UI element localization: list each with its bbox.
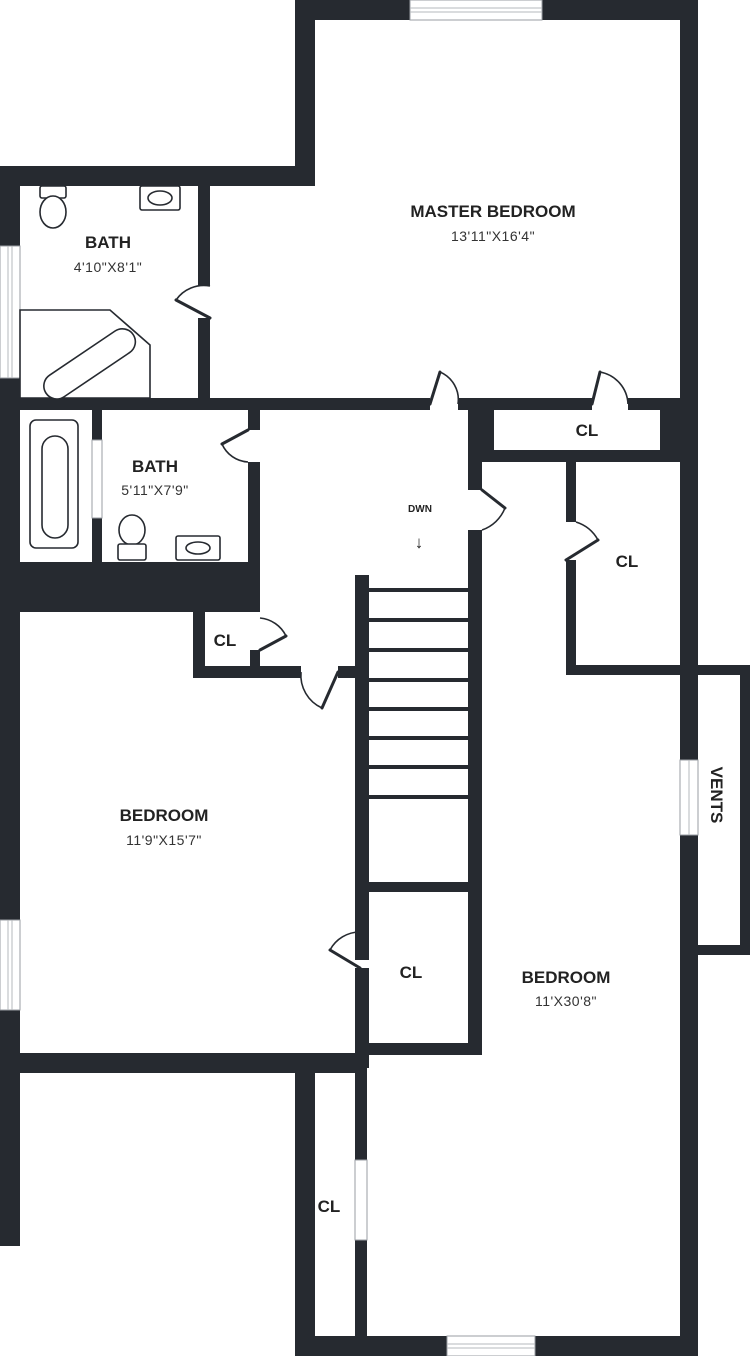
wall-vents-top bbox=[680, 665, 750, 675]
sink-icon bbox=[175, 535, 221, 561]
door-swing-icon bbox=[258, 617, 288, 652]
outer-wall-master-left bbox=[295, 0, 315, 186]
outer-wall-right-upper bbox=[680, 0, 698, 760]
bath-upper-name: BATH bbox=[85, 233, 131, 252]
stairs: DWN ↓ bbox=[369, 504, 468, 799]
wall-closet-top-a bbox=[468, 398, 592, 410]
door-swing-icon bbox=[590, 370, 629, 406]
wall-bath-upper-right-b bbox=[198, 318, 210, 408]
wall-closet-right bbox=[660, 398, 698, 460]
room-labels: MASTER BEDROOM 13'11"X16'4" BATH 4'10"X8… bbox=[74, 202, 726, 1216]
window-icon bbox=[679, 759, 699, 836]
wall-vents-right bbox=[740, 665, 750, 955]
window-icon bbox=[446, 1335, 536, 1356]
window-icon bbox=[0, 245, 21, 379]
bath-lower-dims: 5'11"X7'9" bbox=[121, 482, 189, 498]
master-bedroom-dims: 13'11"X16'4" bbox=[451, 228, 535, 244]
windows bbox=[0, 0, 699, 1356]
bedroom-right-dims: 11'X30'8" bbox=[535, 993, 597, 1009]
toilet-icon bbox=[39, 185, 67, 229]
wall-closet-left bbox=[468, 398, 494, 460]
wall-bath-lower-bottom bbox=[0, 562, 260, 612]
wall-closet-right-upper-b bbox=[566, 560, 576, 675]
corner-tub-icon bbox=[19, 309, 151, 400]
wall-bath-upper-right-a bbox=[198, 186, 210, 286]
wall-stair-right bbox=[468, 530, 482, 1055]
wall-bath-lower-divider-a bbox=[92, 408, 102, 440]
vents-label: VENTS bbox=[707, 767, 726, 824]
door-swing-icon bbox=[428, 370, 460, 406]
wall-stair-left-a bbox=[355, 575, 369, 960]
closet-label: CL bbox=[214, 631, 237, 650]
closet-label: CL bbox=[400, 963, 423, 982]
master-bedroom-name: MASTER BEDROOM bbox=[410, 202, 575, 221]
stair-label: DWN bbox=[408, 504, 432, 515]
wall-closet-right-upper-bottom bbox=[566, 665, 698, 675]
sink-icon bbox=[139, 185, 181, 211]
wall-mid-horizontal-a bbox=[0, 398, 430, 410]
bathtub-icon bbox=[29, 419, 79, 549]
opening-icon bbox=[354, 1159, 368, 1241]
door-swing-icon bbox=[328, 931, 362, 970]
fixtures bbox=[19, 185, 221, 561]
doors bbox=[174, 284, 629, 970]
bedroom-right-name: BEDROOM bbox=[522, 968, 611, 987]
wall-lower-closet-a bbox=[355, 1068, 367, 1160]
door-swing-icon bbox=[480, 488, 507, 531]
wall-closet-bottom bbox=[468, 450, 698, 462]
stair-arrow-icon: ↓ bbox=[415, 533, 424, 552]
toilet-icon bbox=[117, 514, 147, 561]
wall-small-closet-right bbox=[250, 650, 260, 678]
opening-icon bbox=[91, 439, 103, 519]
window-icon bbox=[409, 0, 543, 21]
window-icon bbox=[0, 919, 21, 1011]
outer-wall-lower-left bbox=[295, 1053, 315, 1356]
bedroom-left-dims: 11'9"X15'7" bbox=[126, 832, 202, 848]
wall-vents-bottom bbox=[680, 945, 750, 955]
door-swing-icon bbox=[220, 428, 250, 463]
door-swing-icon bbox=[300, 670, 340, 710]
wall-stair-bottom bbox=[355, 882, 482, 892]
bedroom-left-name: BEDROOM bbox=[120, 806, 209, 825]
door-swing-icon bbox=[564, 521, 600, 562]
wall-small-closet-left bbox=[193, 612, 205, 678]
bath-lower-name: BATH bbox=[132, 457, 178, 476]
door-swing-icon bbox=[174, 284, 212, 320]
closet-label: CL bbox=[616, 552, 639, 571]
wall-bath-lower-divider-b bbox=[92, 518, 102, 562]
wall-closet-under-stair-bottom bbox=[355, 1043, 482, 1055]
outer-wall-right-lower bbox=[680, 835, 698, 1356]
closet-label: CL bbox=[318, 1197, 341, 1216]
wall-stair-right-top bbox=[468, 460, 482, 490]
wall-bedroom-left-bottom bbox=[0, 1053, 360, 1073]
wall-closet-right-upper-a bbox=[566, 460, 576, 522]
closet-label: CL bbox=[576, 421, 599, 440]
outer-wall-top-bath bbox=[0, 166, 315, 186]
wall-bath-lower-right-a bbox=[248, 408, 260, 430]
wall-lower-closet-b bbox=[355, 1240, 367, 1336]
bath-upper-dims: 4'10"X8'1" bbox=[74, 259, 143, 275]
wall-small-closet-bottom-a bbox=[193, 666, 301, 678]
